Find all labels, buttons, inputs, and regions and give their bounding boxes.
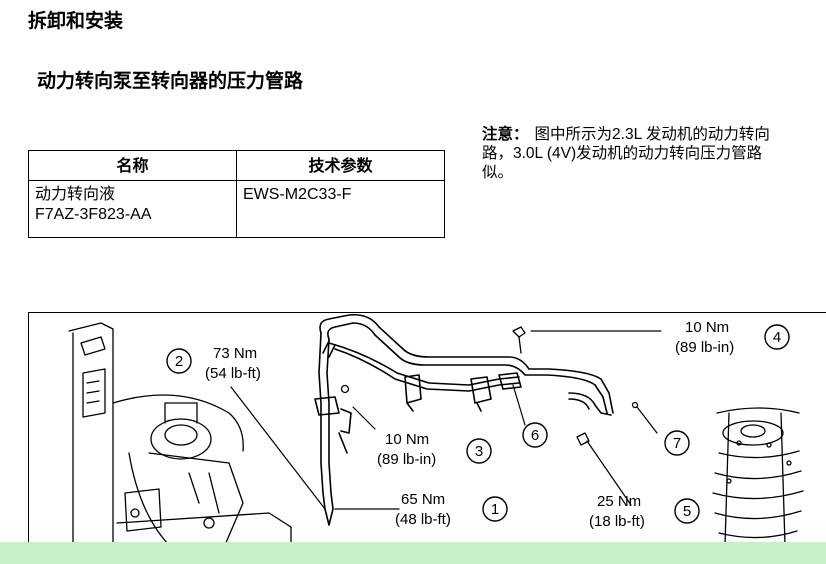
procedure-title: 动力转向泵至转向器的压力管路 <box>37 70 304 92</box>
callout-circles <box>166 324 790 524</box>
column-header-name: 名称 <box>28 150 237 181</box>
callout-3-torque-lbft: (89 lb-in) <box>377 451 436 468</box>
note-line-1: 注意： 图中所示为2.3L 发动机的动力转向 <box>482 125 826 144</box>
callout-1-number: 1 <box>491 501 499 518</box>
spec-table-header-row: 名称 技术参数 <box>28 150 445 181</box>
steering-gear-art <box>68 322 292 544</box>
callout-6-number: 6 <box>531 427 539 444</box>
note-text-1: 图中所示为2.3L 发动机的动力转向 <box>534 126 770 143</box>
note-line-2: 路，3.0L (4V)发动机的动力转向压力管路 <box>482 145 763 162</box>
column-header-spec: 技术参数 <box>236 150 445 181</box>
table-row: 动力转向液 F7AZ-3F823-AA EWS-M2C33-F <box>28 180 445 238</box>
callout-1-torque-lbft: (48 lb-ft) <box>395 511 451 528</box>
note-line-3: 似。 <box>482 164 514 181</box>
callout-3-number: 3 <box>475 443 483 460</box>
callout-1-torque-nm: 65 Nm <box>401 491 445 508</box>
pressure-line-figure: 2 73 Nm (54 lb-ft) 1 65 Nm (48 lb-ft) 3 … <box>28 312 826 544</box>
cell-name: 动力转向液 F7AZ-3F823-AA <box>28 180 237 238</box>
callout-5-torque-lbft: (18 lb-ft) <box>589 513 645 530</box>
fluid-part-number: F7AZ-3F823-AA <box>35 206 152 223</box>
footer-highlight-bar <box>0 542 826 564</box>
callout-2-torque-nm: 73 Nm <box>213 345 257 362</box>
strut-spring-art <box>712 407 804 544</box>
cell-spec: EWS-M2C33-F <box>236 180 445 238</box>
caution-note: 注意： 图中所示为2.3L 发动机的动力转向 路，3.0L (4V)发动机的动力转… <box>482 125 826 191</box>
callout-4-torque-lbft: (89 lb-in) <box>675 339 734 356</box>
section-title: 拆卸和安装 <box>28 10 124 32</box>
callout-7-number: 7 <box>673 435 681 452</box>
fasteners-art <box>340 326 639 446</box>
callout-2-torque-lbft: (54 lb-ft) <box>205 365 261 382</box>
figure-illustration: 2 73 Nm (54 lb-ft) 1 65 Nm (48 lb-ft) 3 … <box>68 313 804 544</box>
spec-table: 名称 技术参数 动力转向液 F7AZ-3F823-AA EWS-M2C33-F <box>28 150 445 238</box>
callout-3-torque-nm: 10 Nm <box>385 431 429 448</box>
callout-5-torque-nm: 25 Nm <box>597 493 641 510</box>
pressure-hose-art <box>314 313 614 526</box>
fluid-name: 动力转向液 <box>35 186 116 203</box>
callout-4-torque-nm: 10 Nm <box>685 319 729 336</box>
leader-lines <box>230 330 662 510</box>
callout-4-number: 4 <box>773 329 781 346</box>
callout-2-number: 2 <box>175 353 183 370</box>
note-label: 注意： <box>482 126 529 143</box>
callout-5-number: 5 <box>683 503 691 520</box>
